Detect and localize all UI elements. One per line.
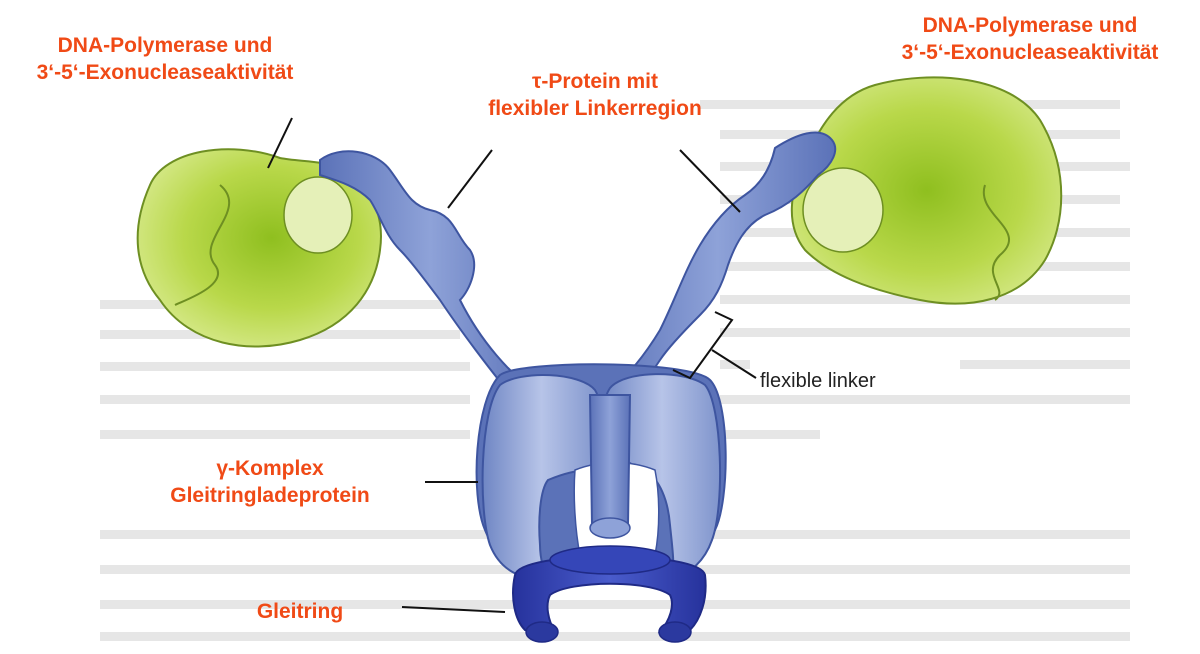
label-flexible-linker: flexible linker — [760, 370, 876, 393]
polymerase-right — [792, 77, 1061, 303]
label-tau-protein: τ-Protein mit flexibler Linkerregion — [440, 68, 750, 122]
label-sliding-clamp: Gleitring — [220, 598, 380, 625]
label-polymerase-right-line2: 3‘-5‘-Exonucleaseaktivität — [860, 39, 1200, 66]
label-gamma-complex: γ-Komplex Gleitringladeprotein — [150, 455, 390, 509]
label-sliding-clamp-line1: Gleitring — [220, 598, 380, 625]
leader-line-tau-left — [448, 150, 492, 208]
label-polymerase-left: DNA-Polymerase und 3‘-5‘-Exonucleaseakti… — [10, 32, 320, 86]
label-polymerase-left-line1: DNA-Polymerase und — [10, 32, 320, 59]
label-gamma-complex-line1: γ-Komplex — [150, 455, 390, 482]
label-polymerase-left-line2: 3‘-5‘-Exonucleaseaktivität — [10, 59, 320, 86]
label-polymerase-right-line1: DNA-Polymerase und — [860, 12, 1200, 39]
label-gamma-complex-line2: Gleitringladeprotein — [150, 482, 390, 509]
label-polymerase-right: DNA-Polymerase und 3‘-5‘-Exonucleaseakti… — [860, 12, 1200, 66]
leader-line-tau-right — [680, 150, 740, 212]
label-tau-protein-line2: flexibler Linkerregion — [440, 95, 750, 122]
label-tau-protein-line1: τ-Protein mit — [440, 68, 750, 95]
